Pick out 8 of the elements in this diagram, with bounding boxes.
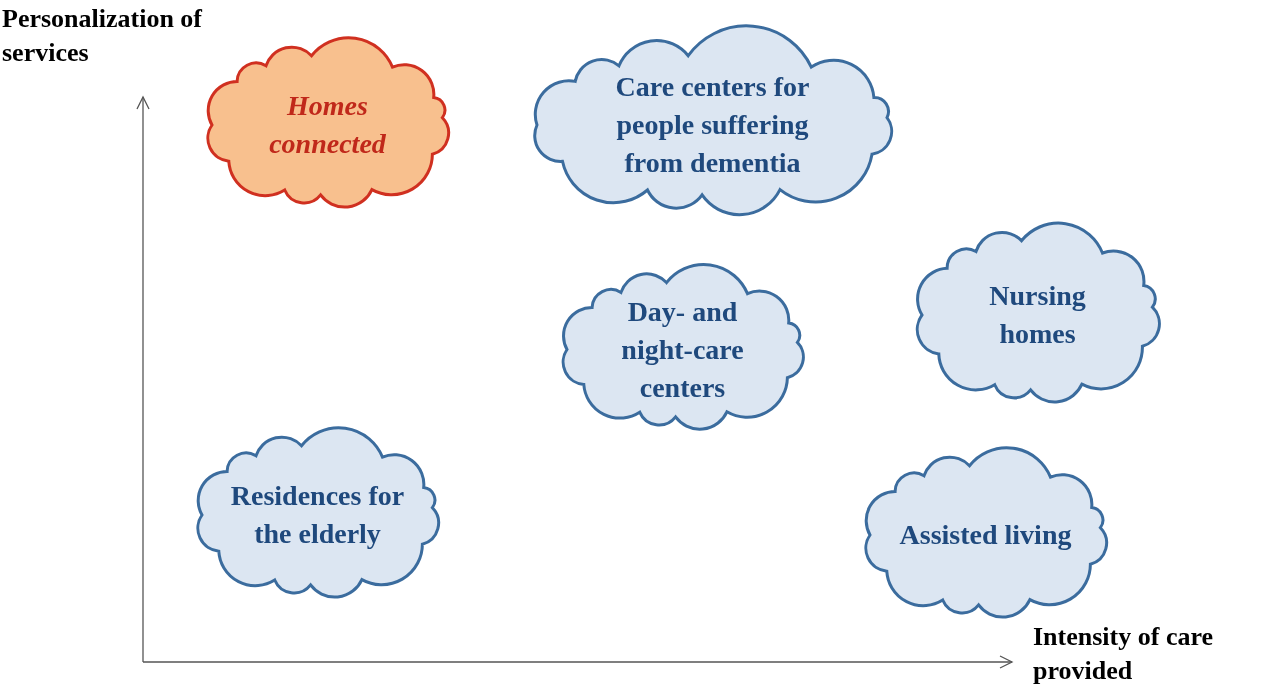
cloud-text: Assisted living xyxy=(898,518,1073,552)
cloud-text: Residences for the elderly xyxy=(229,479,406,551)
axis-title: Intensity of care provided xyxy=(1033,621,1215,687)
cloud-text: Care centers for people suffering from dementia xyxy=(614,70,811,180)
cloud-text: Homes connected xyxy=(268,89,387,161)
cloud-text: Nursing homes xyxy=(988,279,1087,351)
cloud-text: Day- and night-care centers xyxy=(620,294,745,405)
axis-title: Personalization of services xyxy=(2,3,204,69)
